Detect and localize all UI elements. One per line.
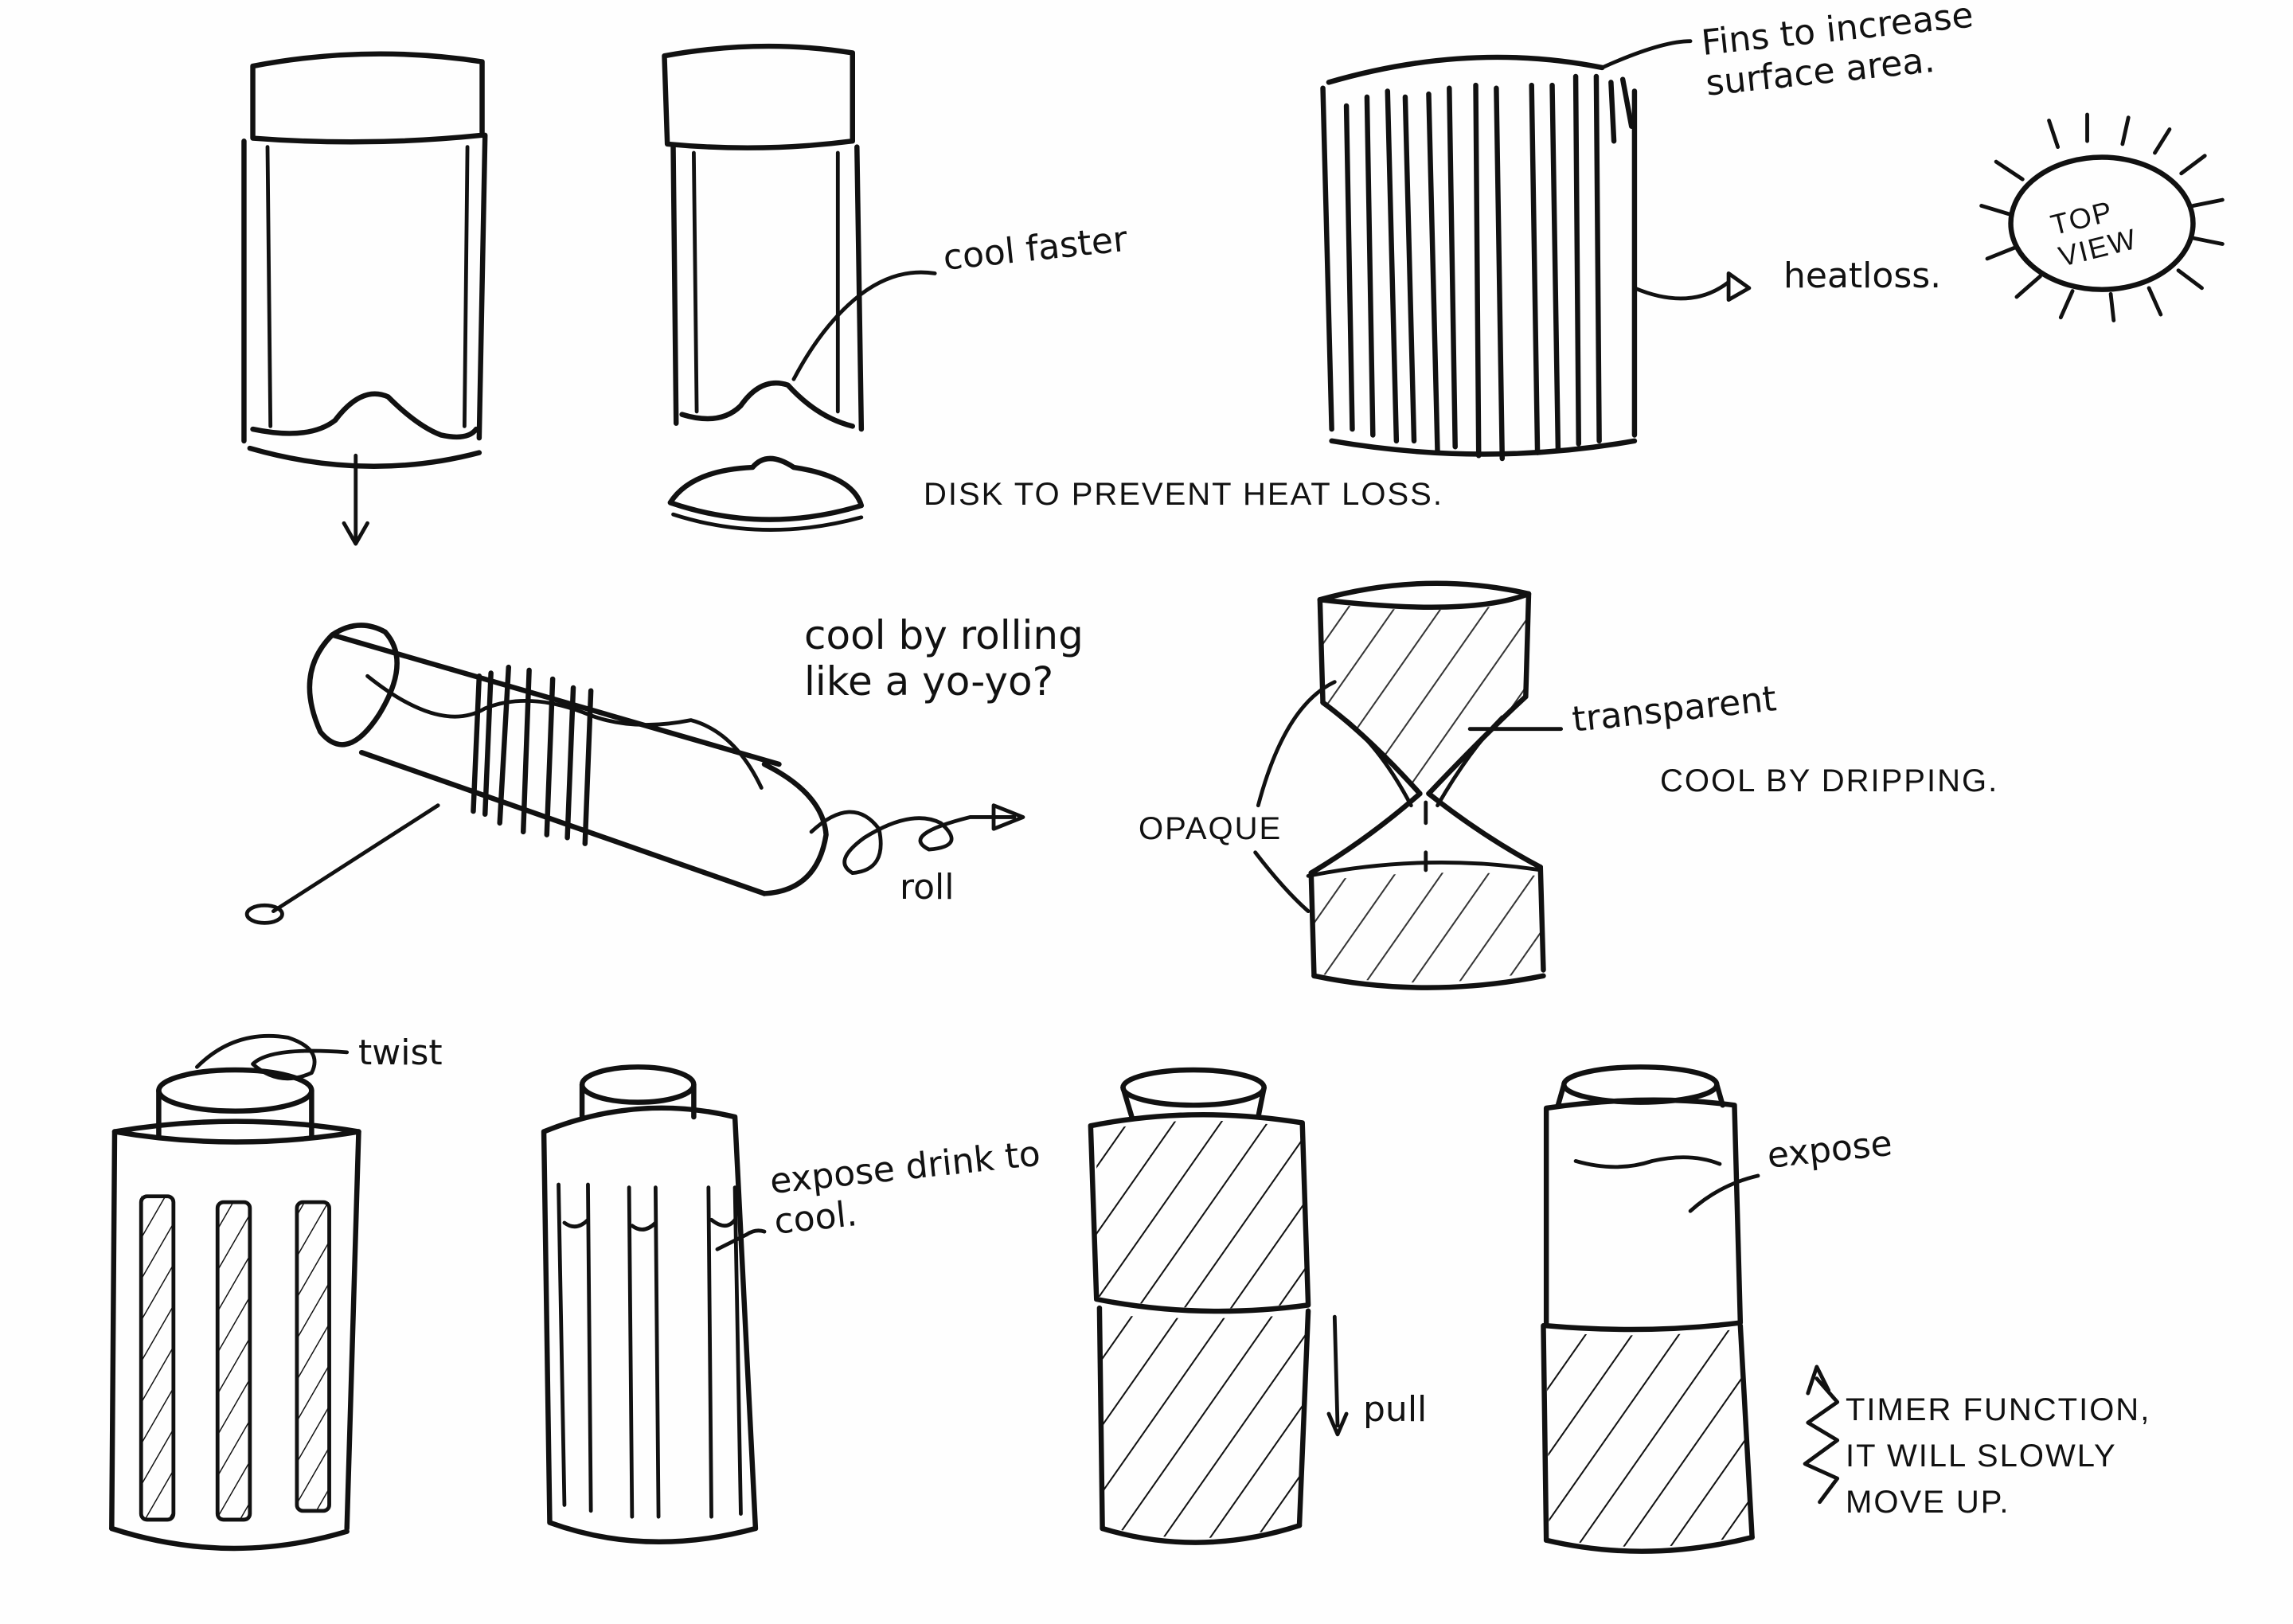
sketch-exposed-slots <box>544 1067 764 1541</box>
note-disk: DISK TO PREVENT HEAT LOSS. <box>924 476 1443 513</box>
sketch-bottle-detachable-disk <box>664 46 935 530</box>
sketch-pull-sleeve <box>1091 1070 1346 1543</box>
sketch-twist-sleeve <box>111 1036 358 1548</box>
note-timer: TIMER FUNCTION, IT WILL SLOWLY MOVE UP. <box>1846 1387 2150 1525</box>
note-pull: pull <box>1363 1390 1427 1431</box>
sketch-hourglass-dripper <box>1256 584 1561 988</box>
sketch-finned-cylinder <box>1323 41 1749 459</box>
note-heatloss: heatloss. <box>1783 256 1941 297</box>
note-yoyo: cool by rolling like a yo-yo? <box>804 613 1084 705</box>
note-dripping: COOL BY DRIPPING. <box>1660 763 1998 799</box>
note-twist: twist <box>358 1033 443 1074</box>
note-roll: roll <box>900 868 955 908</box>
note-opaque: OPAQUE <box>1139 810 1282 847</box>
sketch-bottle-domed-base <box>244 54 485 544</box>
